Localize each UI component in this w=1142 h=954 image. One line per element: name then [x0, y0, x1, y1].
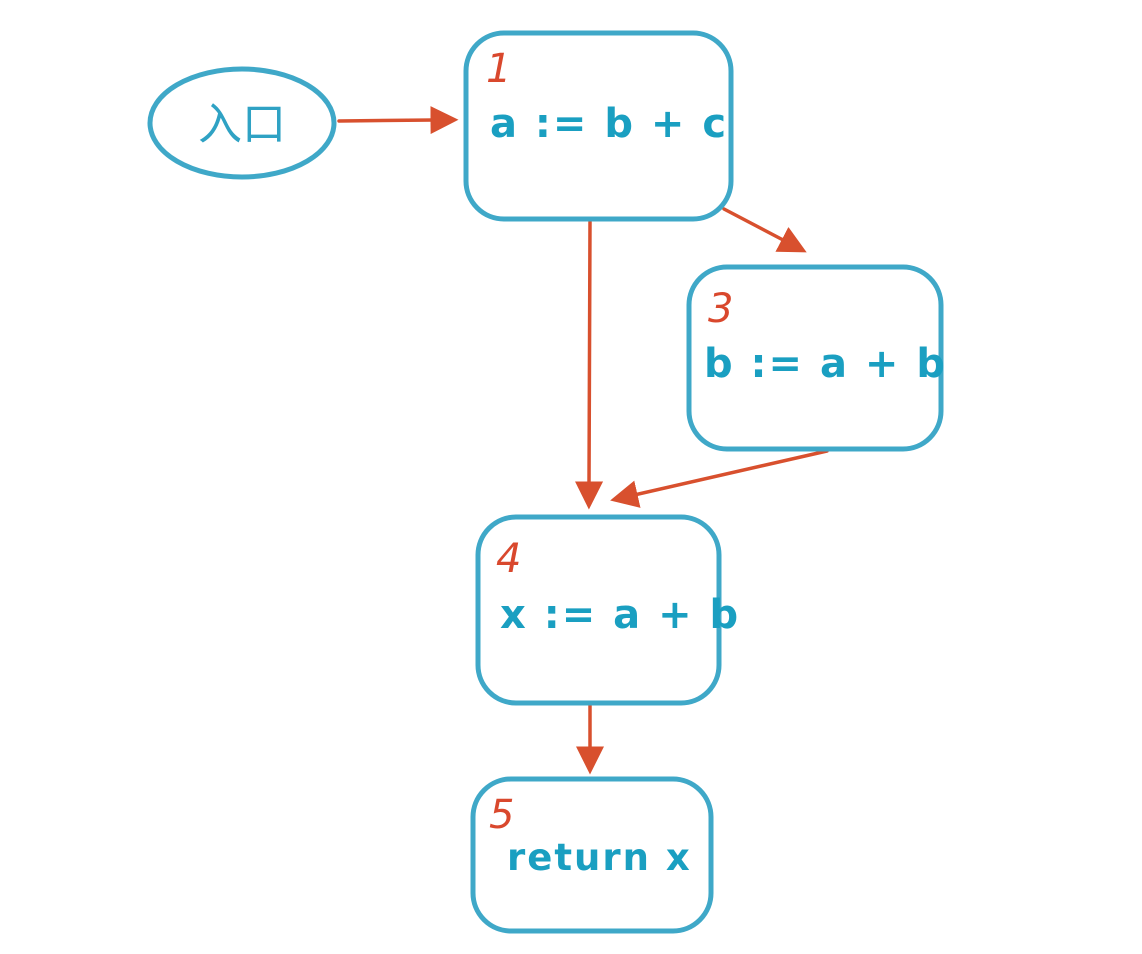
- node-1: 1 a := b + c: [463, 30, 734, 222]
- edge-entry-to-1: [337, 106, 459, 135]
- edges: [337, 106, 829, 775]
- entry-ellipse: [147, 66, 337, 180]
- node-3-number: 3: [708, 286, 733, 332]
- node-4-box: [475, 514, 722, 706]
- node-5: 5 return x: [470, 776, 714, 934]
- node-3-label: b := a + b: [704, 341, 947, 387]
- edge-3-to-4: [610, 449, 829, 508]
- node-3: 3 b := a + b: [686, 264, 947, 452]
- node-4: 4 x := a + b: [475, 514, 740, 706]
- node-5-box: [470, 776, 714, 934]
- node-5-number: 5: [489, 792, 514, 838]
- node-4-label: x := a + b: [500, 592, 740, 638]
- edge-1-to-3: [722, 207, 807, 253]
- node-entry: 入口: [147, 66, 337, 180]
- edge-1-to-4: [575, 220, 604, 510]
- node-5-label: return x: [507, 836, 692, 879]
- node-3-box: [686, 264, 944, 452]
- node-1-number: 1: [486, 46, 511, 92]
- entry-label: 入口: [198, 99, 286, 150]
- node-1-label: a := b + c: [490, 101, 728, 147]
- node-1-box: [463, 30, 734, 222]
- node-4-number: 4: [496, 536, 521, 582]
